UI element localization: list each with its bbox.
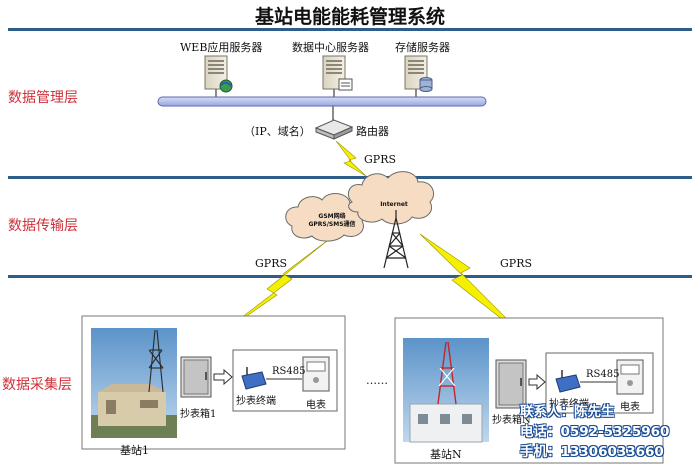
contact-phone: 电话：0592-5325960 [520, 424, 670, 440]
datacenter-server-label: 数据中心服务器 [292, 41, 369, 54]
site1-terminal-label: 抄表终端 [236, 396, 276, 407]
siteN-terminal-icon [555, 370, 581, 393]
site1-station-label: 基站1 [120, 444, 149, 457]
site1-rs485-label: RS485 [272, 366, 306, 377]
sites-ellipsis: …… [366, 374, 388, 387]
gsm-cloud-line2: GPRS/SMS通信 [308, 221, 356, 228]
contact-person: 联系人：陈先生 [520, 404, 615, 420]
site1-meter-icon [302, 356, 330, 392]
storage-server-label: 存储服务器 [395, 41, 450, 54]
siteN-arrow-icon [528, 373, 546, 391]
web-server-label: WEB应用服务器 [180, 41, 263, 54]
gsm-cloud-label: GSM网络 GPRS/SMS通信 [302, 213, 362, 229]
divider-top [8, 28, 692, 31]
divider-bottom [8, 275, 692, 278]
diagram-title: 基站电能能耗管理系统 [254, 6, 445, 28]
web-server-icon [204, 55, 233, 97]
lightning-top-icon [335, 140, 367, 177]
internet-cloud-icon [347, 171, 434, 225]
link-label-left: GPRS [255, 257, 288, 270]
internet-cloud-label: Internet [380, 201, 408, 208]
siteN-meter-box-icon [495, 359, 527, 409]
layer-dividers [8, 28, 692, 278]
site1-terminal-icon [241, 367, 267, 390]
router-label: 路由器 [356, 125, 389, 138]
radio-tower-icon [383, 210, 409, 269]
site1-meter-label: 电表 [306, 400, 326, 411]
storage-server-icon [404, 55, 433, 97]
network-bus [157, 96, 487, 107]
router-icon [314, 119, 354, 140]
site1-box-label: 抄表箱1 [180, 409, 217, 420]
datacenter-server-icon [322, 55, 353, 97]
siteN-terminal-label: 抄表终端 [549, 399, 589, 410]
contact-mobile: 手机：13306033660 [520, 444, 664, 460]
link-label-top: GPRS [364, 153, 397, 166]
layer-label-transport: 数据传输层 [8, 218, 78, 234]
site1-arrow-icon [213, 368, 233, 386]
layer-label-management: 数据管理层 [8, 90, 78, 106]
siteN-station-label: 基站N [430, 448, 462, 461]
siteN-station-photo [403, 338, 489, 443]
gsm-cloud-line1: GSM网络 [318, 213, 346, 220]
router-note: （IP、域名） [244, 125, 311, 138]
siteN-box-label: 抄表箱N [492, 415, 531, 426]
layer-label-collection: 数据采集层 [2, 377, 72, 393]
site1-station-photo [91, 328, 177, 438]
link-label-right: GPRS [500, 257, 533, 270]
divider-middle [8, 176, 692, 179]
siteN-meter-icon [616, 359, 644, 395]
siteN-rs485-label: RS485 [586, 369, 620, 380]
siteN-meter-label: 电表 [620, 402, 640, 413]
site1-meter-box-icon [180, 356, 212, 398]
